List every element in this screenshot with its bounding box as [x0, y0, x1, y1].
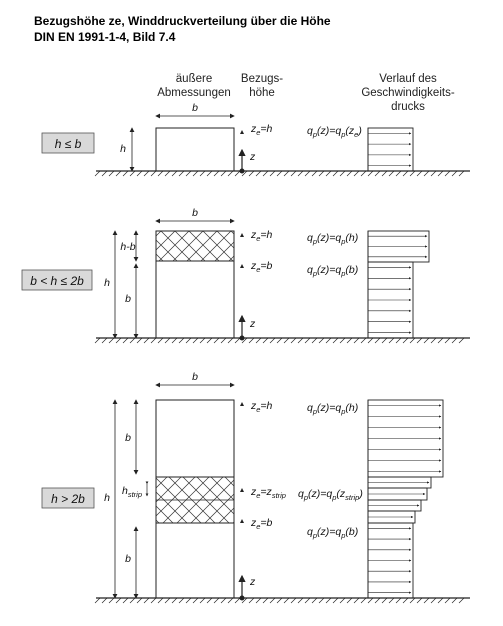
case-2-dim-h: h: [104, 277, 110, 289]
case-2-dim-b: b: [192, 207, 198, 219]
case-3-dim-hstrip: hstrip: [122, 485, 142, 499]
ground-hatch-3: [94, 597, 465, 604]
title-line-1: Bezugshöhe ze, Winddruckverteilung über …: [34, 14, 331, 28]
title-line-2: DIN EN 1991-1-4, Bild 7.4: [34, 30, 176, 44]
case-2-dim-h-b: h-b: [120, 241, 135, 253]
case-1-ze-h: ze=h: [250, 123, 273, 137]
case-3-label-box: [41, 487, 95, 509]
header-outer-dims-1: äußere: [176, 73, 212, 85]
case-1-dim-b: b: [192, 102, 198, 114]
case-2-ze-h: ze=h: [250, 229, 273, 243]
case-1-pressure-profile: [367, 127, 414, 172]
case-2-ze-b: ze=b: [250, 260, 273, 274]
case-2-label-box: [21, 269, 93, 291]
case-3: h > 2b b h b hstrip b z ze=h ze=zstrip z…: [41, 371, 470, 604]
case-3-formula-lower: qp(z)=qp(b): [307, 526, 358, 540]
case-3-ze-b: ze=b: [250, 517, 273, 531]
header-pressure-1: Verlauf des: [379, 73, 437, 85]
case-3-formula-upper: qp(z)=qp(h): [307, 402, 358, 416]
building-2-hatched: [155, 230, 235, 262]
case-3-ze-zstrip: ze=zstrip: [250, 486, 286, 500]
profile-segment: [367, 127, 414, 172]
case-3-dim-h: h: [104, 492, 110, 504]
header-ref-height-1: Bezugs-: [241, 73, 283, 85]
case-2-formula-upper: qp(z)=qp(h): [307, 232, 358, 246]
header-pressure-2: Geschwindigkeits-: [361, 87, 454, 99]
ground-hatch-2: [94, 337, 465, 344]
building-1: [155, 127, 235, 172]
header-pressure-3: drucks: [391, 101, 425, 113]
case-1: h ≤ b b h z ze=h qp(z)=qp(ze): [41, 102, 470, 177]
case-2-pressure-profile: [367, 230, 430, 339]
case-3-dim-b: b: [192, 371, 198, 383]
case-1-formula: qp(z)=qp(ze): [307, 125, 362, 139]
case-1-label-box: [41, 132, 95, 154]
case-3-ze-h: ze=h: [250, 400, 273, 414]
case-2-dim-b-lower: b: [125, 293, 131, 305]
header-ref-height-2: höhe: [249, 87, 275, 99]
case-3-dim-b-upper: b: [125, 432, 131, 444]
case-3-axis-z: z: [249, 576, 256, 588]
case-2: b < h ≤ 2b b h h-b b z ze=h ze=b qp(z)=q…: [21, 207, 470, 344]
building-2: [155, 230, 235, 339]
ground-hatch-1: [94, 170, 465, 177]
header-outer-dims-2: Abmessungen: [157, 87, 231, 99]
case-3-pressure-profile: [367, 399, 444, 599]
case-1-dim-h: h: [120, 143, 126, 155]
case-1-axis-z: z: [249, 151, 256, 163]
case-2-label: b < h ≤ 2b: [30, 274, 84, 288]
case-3-formula-strip: qp(z)=qp(zstrip): [298, 488, 363, 502]
building-3: [155, 399, 235, 599]
case-1-label: h ≤ b: [55, 137, 82, 151]
case-3-dim-b-lower: b: [125, 553, 131, 565]
case-2-formula-lower: qp(z)=qp(b): [307, 264, 358, 278]
case-2-axis-z: z: [249, 318, 256, 330]
case-3-label: h > 2b: [51, 492, 85, 506]
